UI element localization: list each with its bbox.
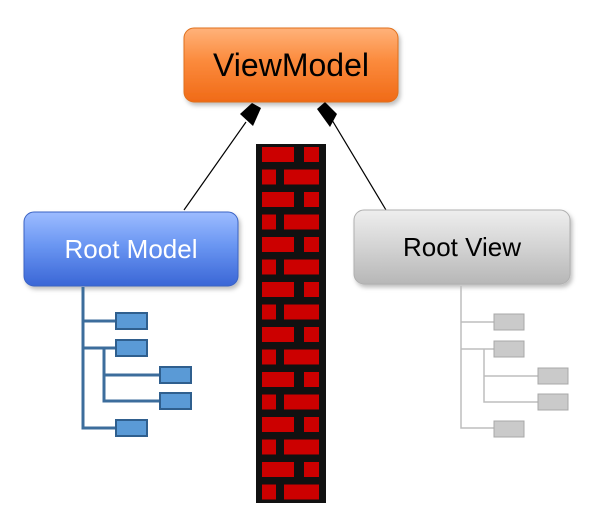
view-tree-nodes bbox=[493, 313, 569, 438]
model-tree-node bbox=[115, 419, 148, 437]
viewmodel-node: ViewModel bbox=[183, 27, 399, 103]
view-tree-line bbox=[483, 349, 538, 403]
wall-brick bbox=[304, 462, 319, 477]
wall-brick bbox=[284, 349, 319, 365]
wall-brick bbox=[262, 304, 276, 320]
wall-brick bbox=[262, 417, 294, 432]
model-tree-node bbox=[115, 312, 148, 330]
wall-brick bbox=[284, 484, 319, 500]
wall-brick bbox=[262, 349, 276, 365]
wall-brick bbox=[284, 169, 319, 185]
wall-brick bbox=[262, 394, 276, 410]
wall-brick bbox=[284, 439, 319, 455]
wall-brick bbox=[262, 484, 276, 500]
wall-brick bbox=[304, 372, 319, 387]
wall-brick bbox=[262, 439, 276, 455]
wall-brick bbox=[262, 327, 294, 342]
connector-plug-right bbox=[317, 102, 337, 127]
wall-brick bbox=[304, 327, 319, 342]
connector-view-viewmodel bbox=[331, 119, 387, 211]
wall-brick bbox=[262, 237, 294, 252]
connector-model-viewmodel bbox=[183, 121, 247, 211]
model-tree-node bbox=[159, 366, 192, 384]
model-tree-node bbox=[115, 339, 148, 357]
wall-brick bbox=[304, 192, 319, 207]
wall-brick bbox=[284, 394, 319, 410]
wall-brick bbox=[262, 282, 294, 297]
model-tree-line bbox=[81, 287, 116, 430]
root-model-node: Root Model bbox=[23, 211, 239, 287]
connector-plug-left bbox=[240, 103, 261, 126]
wall-brick bbox=[262, 214, 276, 230]
wall-brick bbox=[262, 192, 294, 207]
view-tree bbox=[460, 286, 538, 429]
model-tree-node bbox=[159, 392, 192, 410]
model-tree-nodes bbox=[115, 312, 192, 437]
view-tree-node bbox=[493, 313, 525, 331]
root-view-node: Root View bbox=[353, 209, 571, 285]
model-tree bbox=[81, 287, 160, 430]
wall-brick bbox=[262, 147, 294, 162]
wall-brick bbox=[284, 259, 319, 275]
wall-brick bbox=[304, 282, 319, 297]
wall-brick bbox=[262, 259, 276, 275]
wall-brick bbox=[262, 462, 294, 477]
firewall-wall bbox=[256, 144, 326, 503]
root-model-label: Root Model bbox=[65, 234, 198, 264]
view-tree-node bbox=[493, 420, 525, 438]
view-tree-node bbox=[537, 367, 569, 385]
wall-brick bbox=[262, 372, 294, 387]
wall-brick bbox=[262, 169, 276, 185]
wall-bricks bbox=[262, 147, 319, 500]
wall-brick bbox=[304, 237, 319, 252]
wall-brick bbox=[304, 147, 319, 162]
model-tree-line bbox=[102, 348, 160, 403]
root-view-label: Root View bbox=[403, 232, 521, 262]
wall-brick bbox=[284, 214, 319, 230]
wall-brick bbox=[304, 417, 319, 432]
view-tree-node bbox=[537, 393, 569, 411]
viewmodel-label: ViewModel bbox=[213, 47, 369, 83]
wall-brick bbox=[284, 304, 319, 320]
view-tree-line bbox=[460, 286, 494, 429]
view-tree-node bbox=[493, 340, 525, 358]
